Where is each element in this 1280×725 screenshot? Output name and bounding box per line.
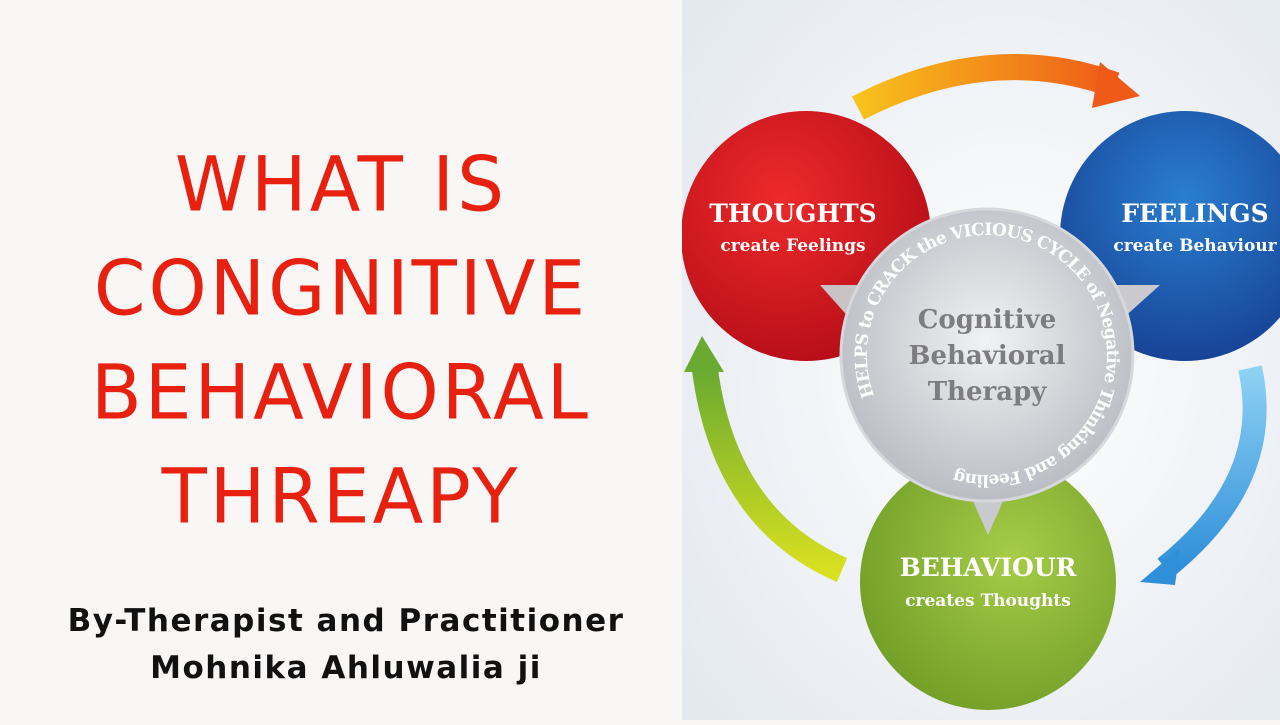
byline-line-2: Mohnika Ahluwalia ji xyxy=(150,650,542,686)
center-title-line-2: Behavioral xyxy=(908,341,1065,371)
title-panel: WHAT IS CONGNITIVE BEHAVIORAL THREAPY By… xyxy=(67,141,623,686)
center-circle: HELPS to CRACK the VICIOUS CYCLE of Nega… xyxy=(839,207,1135,503)
arrow-left-head-icon xyxy=(684,336,724,372)
behaviour-circle: BEHAVIOUR creates Thoughts xyxy=(860,454,1116,710)
feelings-subtitle: create Behaviour xyxy=(1113,236,1277,256)
center-title-line-1: Cognitive xyxy=(918,305,1057,335)
center-title-line-3: Therapy xyxy=(928,377,1048,407)
arrow-behaviour-to-thoughts xyxy=(692,368,848,582)
byline-line-1: By-Therapist and Practitioner xyxy=(67,603,625,639)
behaviour-subtitle: creates Thoughts xyxy=(905,591,1071,611)
title-line-3: BEHAVIORAL xyxy=(90,349,591,437)
thoughts-title: THOUGHTS xyxy=(709,199,876,228)
arrow-thoughts-to-feelings xyxy=(852,54,1120,120)
thoughts-subtitle: create Feelings xyxy=(720,236,865,256)
feelings-title: FEELINGS xyxy=(1121,199,1268,228)
cbt-diagram: THOUGHTS create Feelings FEELINGS create… xyxy=(681,0,1280,720)
title-line-1: WHAT IS xyxy=(174,141,508,229)
arrow-right-head-icon xyxy=(1140,548,1180,585)
arrow-feelings-to-behaviour xyxy=(1157,365,1267,578)
title-line-4: THREAPY xyxy=(161,453,521,541)
title-line-2: CONGNITIVE xyxy=(93,245,589,333)
arrow-top-head-icon xyxy=(1092,62,1140,108)
behaviour-title: BEHAVIOUR xyxy=(900,553,1077,582)
